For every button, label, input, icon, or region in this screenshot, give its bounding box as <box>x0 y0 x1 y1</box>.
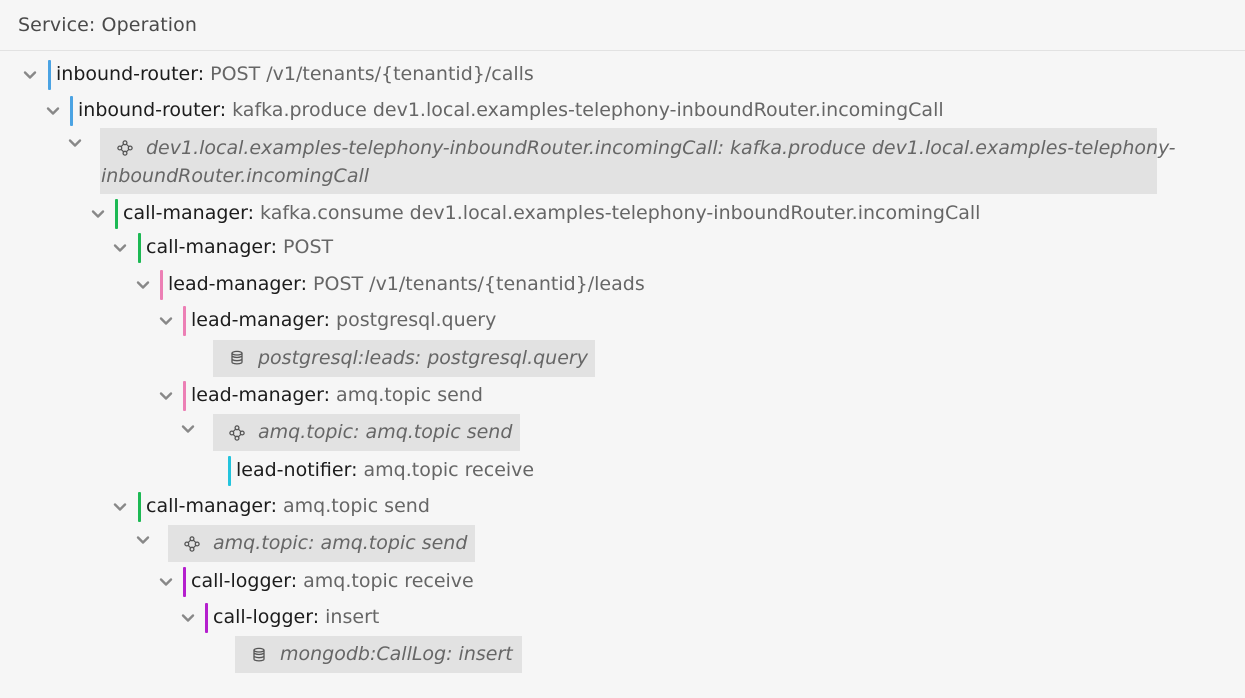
separator: : <box>290 570 304 592</box>
span-label: call-manager: POST <box>146 236 333 258</box>
queue-icon <box>184 536 200 556</box>
queue-icon <box>229 425 245 445</box>
span-label: lead-manager: amq.topic send <box>191 384 483 406</box>
chevron-down-icon[interactable] <box>180 610 196 626</box>
operation-name: amq.topic send <box>283 495 430 517</box>
span-row[interactable]: inbound-router: kafka.produce dev1.local… <box>0 96 1245 126</box>
peer-label: mongodb:CallLog: insert <box>280 643 513 665</box>
chevron-down-icon[interactable] <box>158 388 174 404</box>
chevron-down-icon[interactable] <box>158 574 174 590</box>
span-label: call-manager: kafka.consume dev1.local.e… <box>123 202 980 224</box>
separator: : <box>300 273 314 295</box>
peer-service-row[interactable] <box>213 414 520 451</box>
database-icon <box>229 350 245 370</box>
span-row[interactable]: lead-manager: POST /v1/tenants/{tenantid… <box>0 270 1245 300</box>
column-header: Service: Operation <box>0 0 1245 51</box>
span-label: inbound-router: kafka.produce dev1.local… <box>78 99 944 121</box>
separator: : <box>312 606 326 628</box>
service-name: inbound-router <box>78 99 220 121</box>
span-label: call-logger: amq.topic receive <box>191 570 474 592</box>
separator: : <box>323 384 337 406</box>
service-name: call-manager <box>146 495 271 517</box>
operation-name: postgresql.query <box>336 309 497 331</box>
span-label: lead-notifier: amq.topic receive <box>236 459 534 481</box>
peer-service-row[interactable] <box>100 128 1157 194</box>
operation-name: kafka.produce dev1.local.examples-teleph… <box>232 99 944 121</box>
separator: : <box>270 495 284 517</box>
separator: : <box>219 99 233 121</box>
chevron-down-icon[interactable] <box>135 532 151 548</box>
span-row[interactable]: lead-manager: postgresql.query <box>0 306 1245 336</box>
operation-name: POST /v1/tenants/{tenantid}/leads <box>313 273 645 295</box>
operation-name: amq.topic send <box>336 384 483 406</box>
chevron-down-icon[interactable] <box>67 135 83 151</box>
service-name: call-logger <box>213 606 313 628</box>
separator: : <box>247 202 261 224</box>
service-name: lead-manager <box>191 384 324 406</box>
chevron-down-icon[interactable] <box>22 67 38 83</box>
peer-label: postgresql:leads: postgresql.query <box>258 347 588 369</box>
service-color-bar <box>228 456 231 486</box>
service-color-bar <box>205 603 208 633</box>
peer-label: amq.topic: amq.topic send <box>258 421 513 443</box>
service-color-bar <box>183 306 186 336</box>
operation-name: POST <box>283 236 334 258</box>
peer-label-continued: inboundRouter.incomingCall <box>101 165 370 187</box>
service-color-bar <box>70 96 73 126</box>
database-icon <box>251 647 267 667</box>
chevron-down-icon[interactable] <box>135 277 151 293</box>
operation-name: amq.topic receive <box>363 459 535 481</box>
service-name: call-logger <box>191 570 291 592</box>
service-name: call-manager <box>123 202 248 224</box>
span-row[interactable]: call-manager: POST <box>0 233 1245 263</box>
service-color-bar <box>160 270 163 300</box>
chevron-down-icon[interactable] <box>158 313 174 329</box>
operation-name: amq.topic receive <box>303 570 474 592</box>
queue-icon <box>117 140 133 160</box>
peer-service-row[interactable] <box>213 340 595 377</box>
separator: : <box>197 63 211 85</box>
column-header-title: Service: Operation <box>18 14 198 36</box>
span-label: call-manager: amq.topic send <box>146 495 430 517</box>
service-color-bar <box>183 567 186 597</box>
service-name: lead-notifier <box>236 459 352 481</box>
span-row[interactable]: call-logger: amq.topic receive <box>0 567 1245 597</box>
service-name: inbound-router <box>56 63 198 85</box>
peer-service-row[interactable] <box>235 636 522 673</box>
operation-name: POST /v1/tenants/{tenantid}/calls <box>210 63 534 85</box>
separator: : <box>270 236 284 258</box>
peer-label: dev1.local.examples-telephony-inboundRou… <box>146 137 1176 159</box>
service-color-bar <box>115 199 118 229</box>
chevron-down-icon[interactable] <box>45 103 61 119</box>
span-label: lead-manager: POST /v1/tenants/{tenantid… <box>168 273 645 295</box>
span-label: lead-manager: postgresql.query <box>191 309 496 331</box>
chevron-down-icon[interactable] <box>112 240 128 256</box>
peer-label: amq.topic: amq.topic send <box>213 532 468 554</box>
span-row[interactable]: lead-notifier: amq.topic receive <box>0 456 1245 486</box>
peer-service-row[interactable] <box>168 525 475 562</box>
span-row[interactable]: call-logger: insert <box>0 603 1245 633</box>
service-color-bar <box>138 233 141 263</box>
service-name: lead-manager <box>168 273 301 295</box>
span-row[interactable]: inbound-router: POST /v1/tenants/{tenant… <box>0 60 1245 90</box>
separator: : <box>351 459 364 481</box>
chevron-down-icon[interactable] <box>112 499 128 515</box>
span-row[interactable]: call-manager: amq.topic send <box>0 492 1245 522</box>
operation-name: insert <box>325 606 380 628</box>
service-color-bar <box>138 492 141 522</box>
span-row[interactable]: lead-manager: amq.topic send <box>0 381 1245 411</box>
span-label: inbound-router: POST /v1/tenants/{tenant… <box>56 63 534 85</box>
separator: : <box>323 309 337 331</box>
operation-name: kafka.consume dev1.local.examples-teleph… <box>260 202 981 224</box>
chevron-down-icon[interactable] <box>90 206 106 222</box>
chevron-down-icon[interactable] <box>180 421 196 437</box>
service-color-bar <box>183 381 186 411</box>
span-row[interactable]: call-manager: kafka.consume dev1.local.e… <box>0 199 1245 229</box>
service-name: call-manager <box>146 236 271 258</box>
service-color-bar <box>48 60 51 90</box>
service-name: lead-manager <box>191 309 324 331</box>
span-label: call-logger: insert <box>213 606 379 628</box>
